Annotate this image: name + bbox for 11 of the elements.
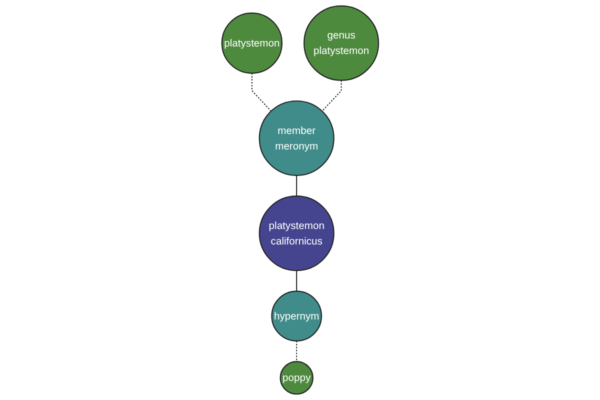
node-circle: platystemon: [221, 12, 282, 74]
connector: [296, 175, 297, 197]
node-circle: hypernym: [270, 290, 322, 342]
node-circle: platystemon californicus: [258, 196, 334, 272]
connector: [296, 270, 297, 292]
node-circle: genus platystemon: [303, 5, 379, 81]
connector: [251, 72, 272, 112]
node-circle: member meronym: [258, 100, 334, 176]
node-circle: poppy: [280, 361, 314, 395]
connector: [296, 340, 297, 362]
connector: [321, 80, 342, 112]
